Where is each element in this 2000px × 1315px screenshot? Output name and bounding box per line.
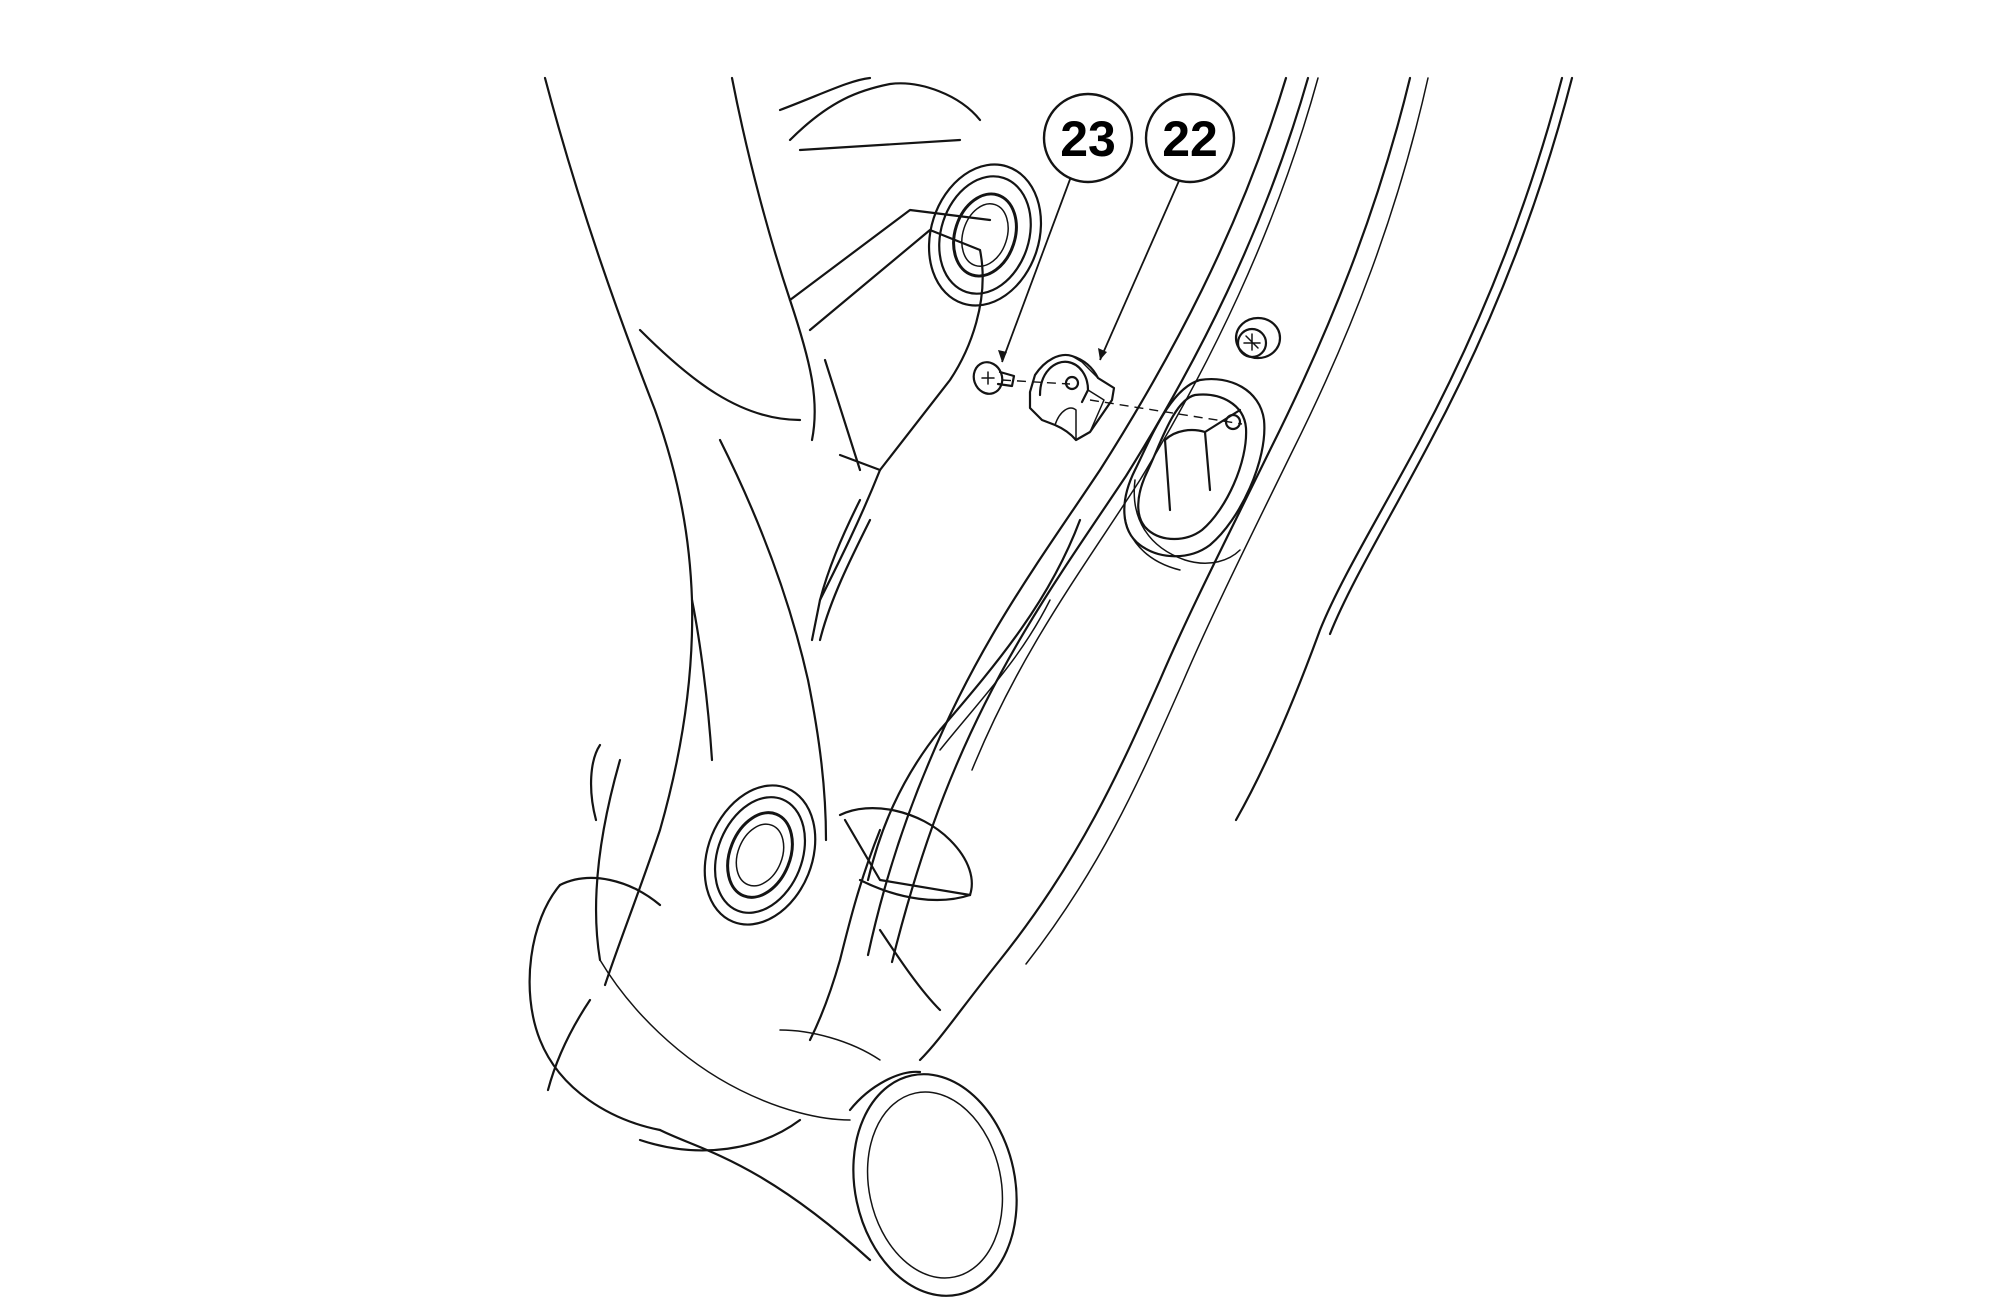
assembly-axis <box>1001 379 1243 425</box>
callout-23: 23 <box>1042 92 1134 184</box>
upper-bearing <box>927 163 1043 307</box>
port-screw <box>1234 316 1282 360</box>
callout-22-label: 22 <box>1162 111 1218 167</box>
swing-arm <box>543 76 851 1121</box>
part-23-screw <box>972 361 1016 395</box>
callout-22: 22 <box>1144 92 1236 184</box>
callout-23-label: 23 <box>1060 111 1116 167</box>
leader-lines <box>998 173 1183 363</box>
lower-bearing <box>589 743 817 926</box>
frame-tube <box>866 76 1574 1062</box>
lower-link <box>838 807 973 1012</box>
pivot-cylinder <box>528 876 1018 1297</box>
part-22-cable-guide <box>1028 353 1116 442</box>
upper-link <box>778 76 992 642</box>
chainstay <box>808 518 1082 1042</box>
cable-port <box>1123 377 1266 571</box>
